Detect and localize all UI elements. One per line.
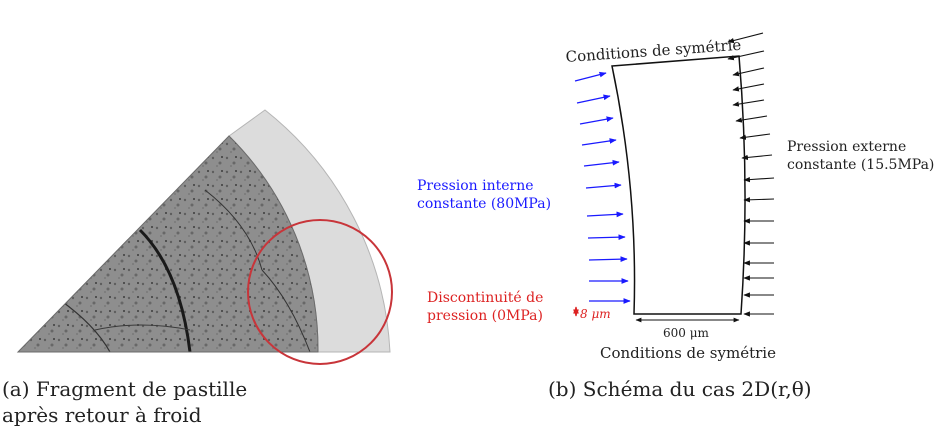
- external-pressure-label-line2: constante (15.5MPa): [787, 157, 934, 173]
- pressure-arrow: [727, 32, 764, 44]
- caption-a-label: (a): [2, 377, 30, 401]
- caption-b-text: Schéma du cas 2D(r,θ): [582, 377, 812, 401]
- panel-b-schema: Conditions de symétrie Pression interne …: [417, 0, 941, 434]
- pressure-arrow: [743, 197, 775, 203]
- external-pressure-label-line1: Pression externe: [787, 139, 906, 155]
- pressure-arrow: [732, 99, 765, 107]
- pressure-arrow: [574, 71, 607, 82]
- pressure-arrow: [739, 133, 771, 140]
- pressure-arrow: [741, 154, 773, 161]
- panel-a-photo: (a) Fragment de pastille après retour à …: [0, 0, 460, 434]
- pressure-arrow: [581, 138, 617, 146]
- width-label: 600 μm: [663, 326, 710, 340]
- schema-diagram: Conditions de symétrie Pression interne …: [417, 32, 934, 362]
- caption-a-line2: après retour à froid: [2, 403, 202, 427]
- pressure-arrow: [585, 182, 622, 189]
- gap-label: 8 μm: [580, 307, 611, 321]
- domain-shape: [611, 55, 746, 315]
- internal-pressure-label-line2: constante (80MPa): [417, 196, 551, 212]
- discontinuity-label-line1: Discontinuité de: [427, 290, 543, 306]
- pellet-wedge: [18, 136, 319, 352]
- caption-a: (a) Fragment de pastille après retour à …: [2, 376, 332, 428]
- pressure-arrow: [732, 67, 765, 77]
- pressure-arrow: [587, 234, 626, 241]
- pressure-arrow: [732, 83, 765, 92]
- pressure-arrow: [588, 256, 628, 263]
- pressure-arrow: [727, 50, 765, 61]
- caption-b-label: (b): [548, 377, 577, 401]
- highlight-circle: [247, 219, 393, 365]
- pressure-arrow: [576, 94, 611, 104]
- caption-b: (b) Schéma du cas 2D(r,θ): [548, 376, 888, 402]
- internal-pressure-label-line1: Pression interne: [417, 178, 534, 194]
- external-pressure-arrows: [727, 32, 775, 317]
- pressure-arrow: [743, 176, 775, 183]
- discontinuity-label-line2: pression (0MPa): [427, 308, 543, 324]
- bottom-symmetry-label: Conditions de symétrie: [600, 344, 776, 362]
- pellet-fragment-image: [16, 109, 393, 365]
- caption-a-line1: Fragment de pastille: [35, 377, 248, 401]
- pressure-arrow: [735, 115, 768, 123]
- pressure-arrow: [586, 211, 624, 218]
- pressure-arrow: [579, 116, 614, 125]
- internal-pressure-arrows: [574, 71, 631, 304]
- pressure-arrow: [583, 159, 620, 167]
